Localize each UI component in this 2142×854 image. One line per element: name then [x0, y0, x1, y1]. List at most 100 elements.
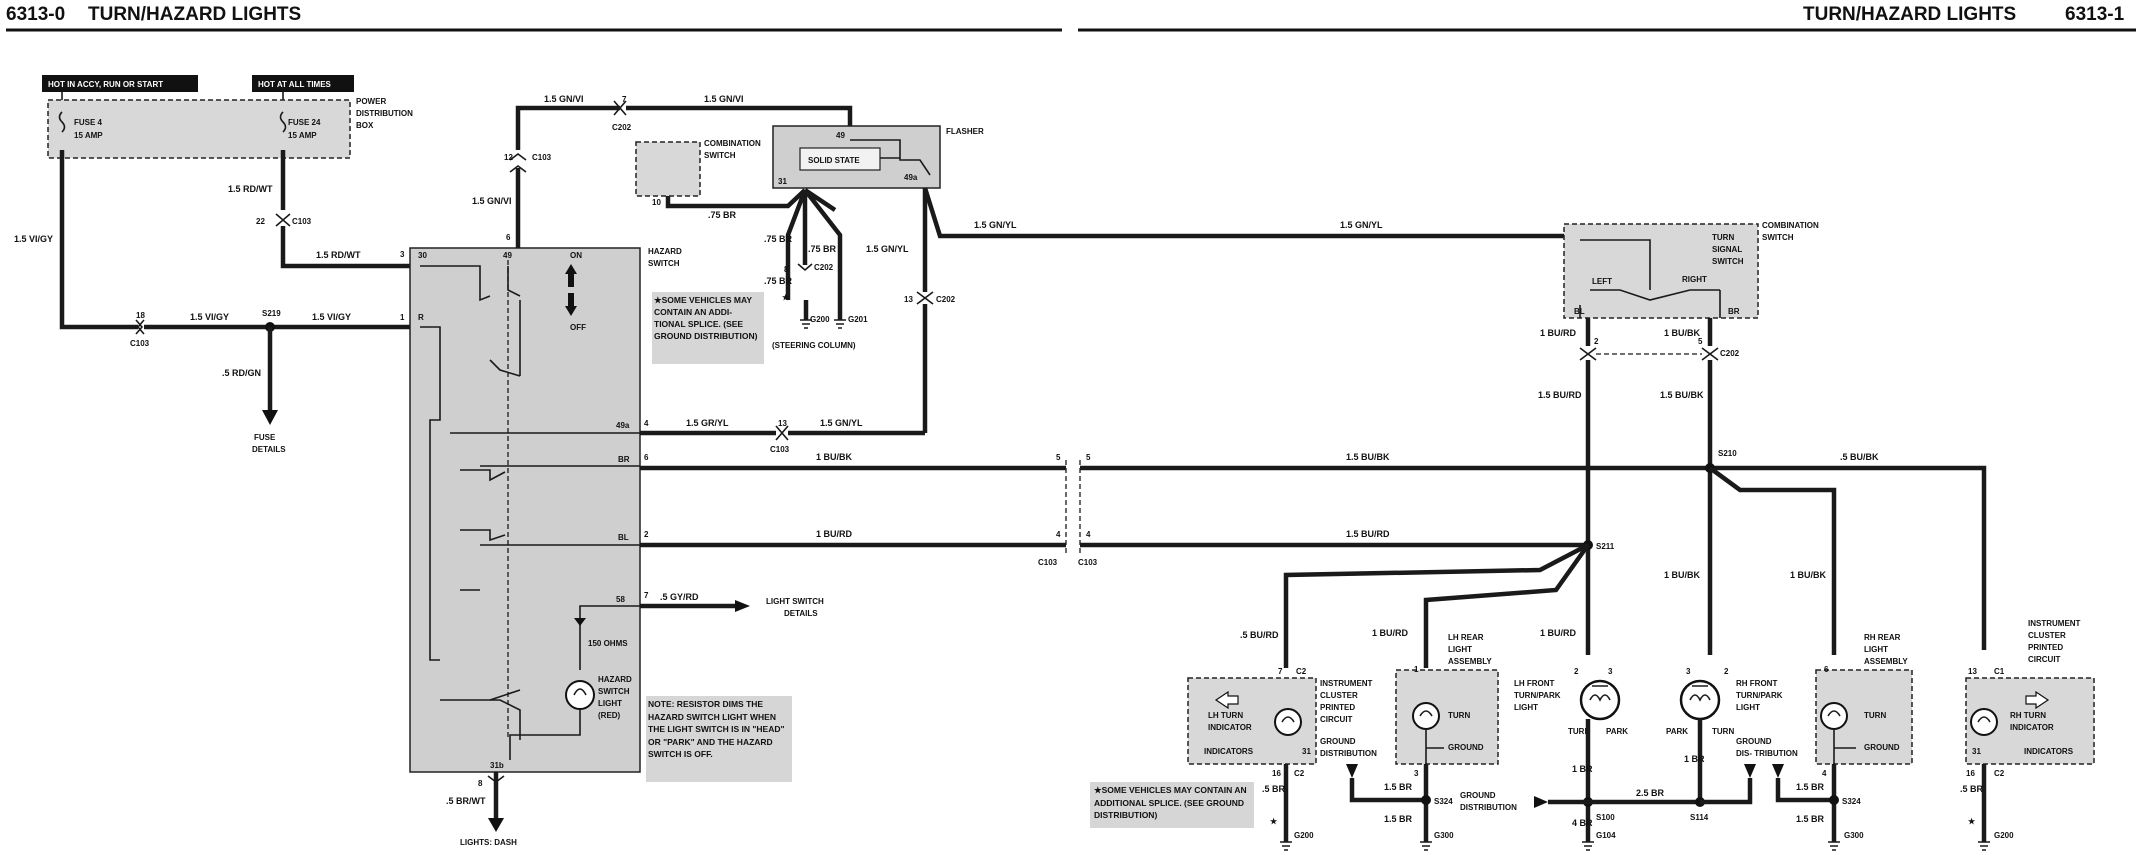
indicators-l-label: INDICATORS	[1204, 747, 1254, 756]
wire-label-bubk-1: 1 BU/BK	[816, 452, 853, 462]
lh-rear-turn: TURN	[1448, 711, 1470, 720]
lh-turn-indicator-l2: INDICATOR	[1208, 723, 1252, 732]
pin-3-lhrear: 3	[1414, 769, 1419, 778]
conn-label-c103-c: C103	[532, 153, 552, 162]
pin-10: 10	[652, 198, 661, 207]
hazard-pin-30: 30	[418, 251, 427, 260]
lh-front-park: PARK	[1606, 727, 1628, 736]
ground-dist-a-2: DISTRIBUTION	[1320, 749, 1377, 758]
lh-rear-bulb-icon	[1412, 702, 1440, 730]
hazard-light-label: HAZARD	[598, 675, 632, 684]
fuse-4-amp: 15 AMP	[74, 131, 103, 140]
ground-dist-c-1: GROUND	[1736, 737, 1772, 746]
conn-label-c103-a: C103	[130, 339, 150, 348]
wire-label-br4: 4 BR	[1572, 818, 1593, 828]
hazard-switch-label-2: SWITCH	[648, 259, 680, 268]
hazard-switch-box	[409, 247, 641, 773]
wire-label-bubk-15a: 1.5 BU/BK	[1660, 390, 1704, 400]
right-label: RIGHT	[1682, 275, 1707, 284]
steering-column-label: (STEERING COLUMN)	[772, 341, 856, 350]
wire-label-gnvi-a: 1.5 GN/VI	[544, 94, 584, 104]
inst-cluster-l-3: PRINTED	[1320, 703, 1355, 712]
turn-signal-label-2: SIGNAL	[1712, 245, 1742, 254]
off-label: OFF	[570, 323, 586, 332]
turn-pin-bl: BL	[1574, 307, 1585, 316]
wire-label-gnyl-flasher: 1.5 GN/YL	[866, 244, 909, 254]
ground-g200-label: G200	[810, 315, 830, 324]
diode-icon	[574, 618, 586, 626]
wire-label-gnyl-right: 1.5 GN/YL	[1340, 220, 1383, 230]
turn-signal-label-1: TURN	[1712, 233, 1734, 242]
pin-2-lhfront: 2	[1574, 667, 1579, 676]
inst-cluster-l-1: INSTRUMENT	[1320, 679, 1373, 688]
connector-c202-d-left	[1579, 347, 1597, 361]
arrow-ground-dist-a	[1346, 764, 1358, 778]
wire-gnvi-top	[515, 105, 620, 150]
pin-6-hazard: 6	[506, 233, 511, 242]
turn-signal-label-3: SWITCH	[1712, 257, 1744, 266]
wire-label-burd-1c: 1 BU/RD	[1372, 628, 1409, 638]
arrow-down-off	[565, 293, 577, 316]
indicators-r-label: INDICATORS	[2024, 747, 2074, 756]
hazard-light-icon	[565, 680, 595, 710]
pin-1-lhrear: 1	[1414, 665, 1419, 674]
conn-label-c202-d: C202	[1720, 349, 1740, 358]
wire-ground-dist-c	[1700, 778, 1753, 805]
pin-5-br: 5	[1698, 337, 1703, 346]
wire-label-gnyl-mid: 1.5 GN/YL	[974, 220, 1017, 230]
wire-ground-rr	[1775, 778, 1834, 803]
pin-12: 12	[504, 153, 513, 162]
splice-label-s219: S219	[262, 309, 281, 318]
hot-always-label-bg	[252, 75, 354, 92]
pin-18: 18	[136, 311, 145, 320]
wire-label-br5-b: .5 BR	[1960, 784, 1984, 794]
splice-note-r-bg	[1090, 782, 1254, 828]
pin-6-br: 6	[644, 453, 649, 462]
splice-label-s324-b: S324	[1842, 797, 1861, 806]
lh-rear-label-2: LIGHT	[1448, 645, 1472, 654]
star-ground-left: ★	[782, 293, 790, 302]
hazard-pin-bl: BL	[618, 533, 629, 542]
pin-3: 3	[400, 250, 405, 259]
wire-label-br75-d: .75 BR	[764, 276, 793, 286]
pin-6-rhrear: 6	[1824, 665, 1829, 674]
pin-8-ground: 8	[784, 265, 789, 274]
ground-g300-b-icon	[1828, 841, 1840, 851]
ground-g200-r-icon	[1280, 841, 1292, 851]
wire-label-gnyl-49a: 1.5 GN/YL	[820, 418, 863, 428]
wire-label-burd-5: .5 BU/RD	[1240, 630, 1279, 640]
pin-7: 7	[622, 95, 627, 104]
ground-g300-b-label: G300	[1844, 831, 1864, 840]
wire-label-burd-15: 1.5 BU/RD	[1346, 529, 1390, 539]
fuse-details-label-2: DETAILS	[252, 445, 286, 454]
inst-cluster-r-4: CIRCUIT	[2028, 655, 2061, 664]
wire-label-br15-a: 1.5 BR	[1384, 782, 1413, 792]
conn-label-c202-a: C202	[612, 123, 632, 132]
wire-vigy-fuse4	[59, 150, 138, 330]
left-arrow-icon	[1214, 690, 1239, 710]
hazard-pin-r: R	[418, 313, 424, 322]
resistor-note: NOTE: RESISTOR DIMS THE HAZARD SWITCH LI…	[648, 699, 785, 759]
page-code-left: 6313-0	[6, 4, 65, 25]
wire-label-br15-b: 1.5 BR	[1384, 814, 1413, 824]
right-arrow-icon	[2025, 690, 2050, 710]
wire-label-bubk-1a: 1 BU/BK	[1664, 328, 1701, 338]
pin-4-left: 4	[1056, 530, 1061, 539]
wire-label-rdwt-b: 1.5 RD/WT	[316, 250, 361, 260]
ground-g201-label: G201	[848, 315, 868, 324]
hazard-contacts	[420, 265, 521, 701]
hazard-switch-label: HAZARD	[648, 247, 682, 256]
ground-dist-a-1: GROUND	[1320, 737, 1356, 746]
wire-ground-stubs	[803, 300, 843, 320]
inst-cluster-r-3: PRINTED	[2028, 643, 2063, 652]
flasher-pin-49: 49	[836, 131, 845, 140]
splice-s324-b	[1829, 795, 1839, 805]
turn-pin-br: BR	[1728, 307, 1740, 316]
conn-label-c2-a: C2	[1296, 667, 1307, 676]
splice-note-r-container: ★SOME VEHICLES MAY CONTAIN AN ADDITIONAL…	[1094, 785, 1247, 820]
hazard-light-ground-wire	[509, 709, 581, 760]
hot-accy-label-bg	[42, 75, 198, 92]
combination-switch-label-l1: COMBINATION	[704, 139, 761, 148]
splice-label-s114: S114	[1690, 813, 1709, 822]
pin-13-c1: 13	[1968, 667, 1977, 676]
